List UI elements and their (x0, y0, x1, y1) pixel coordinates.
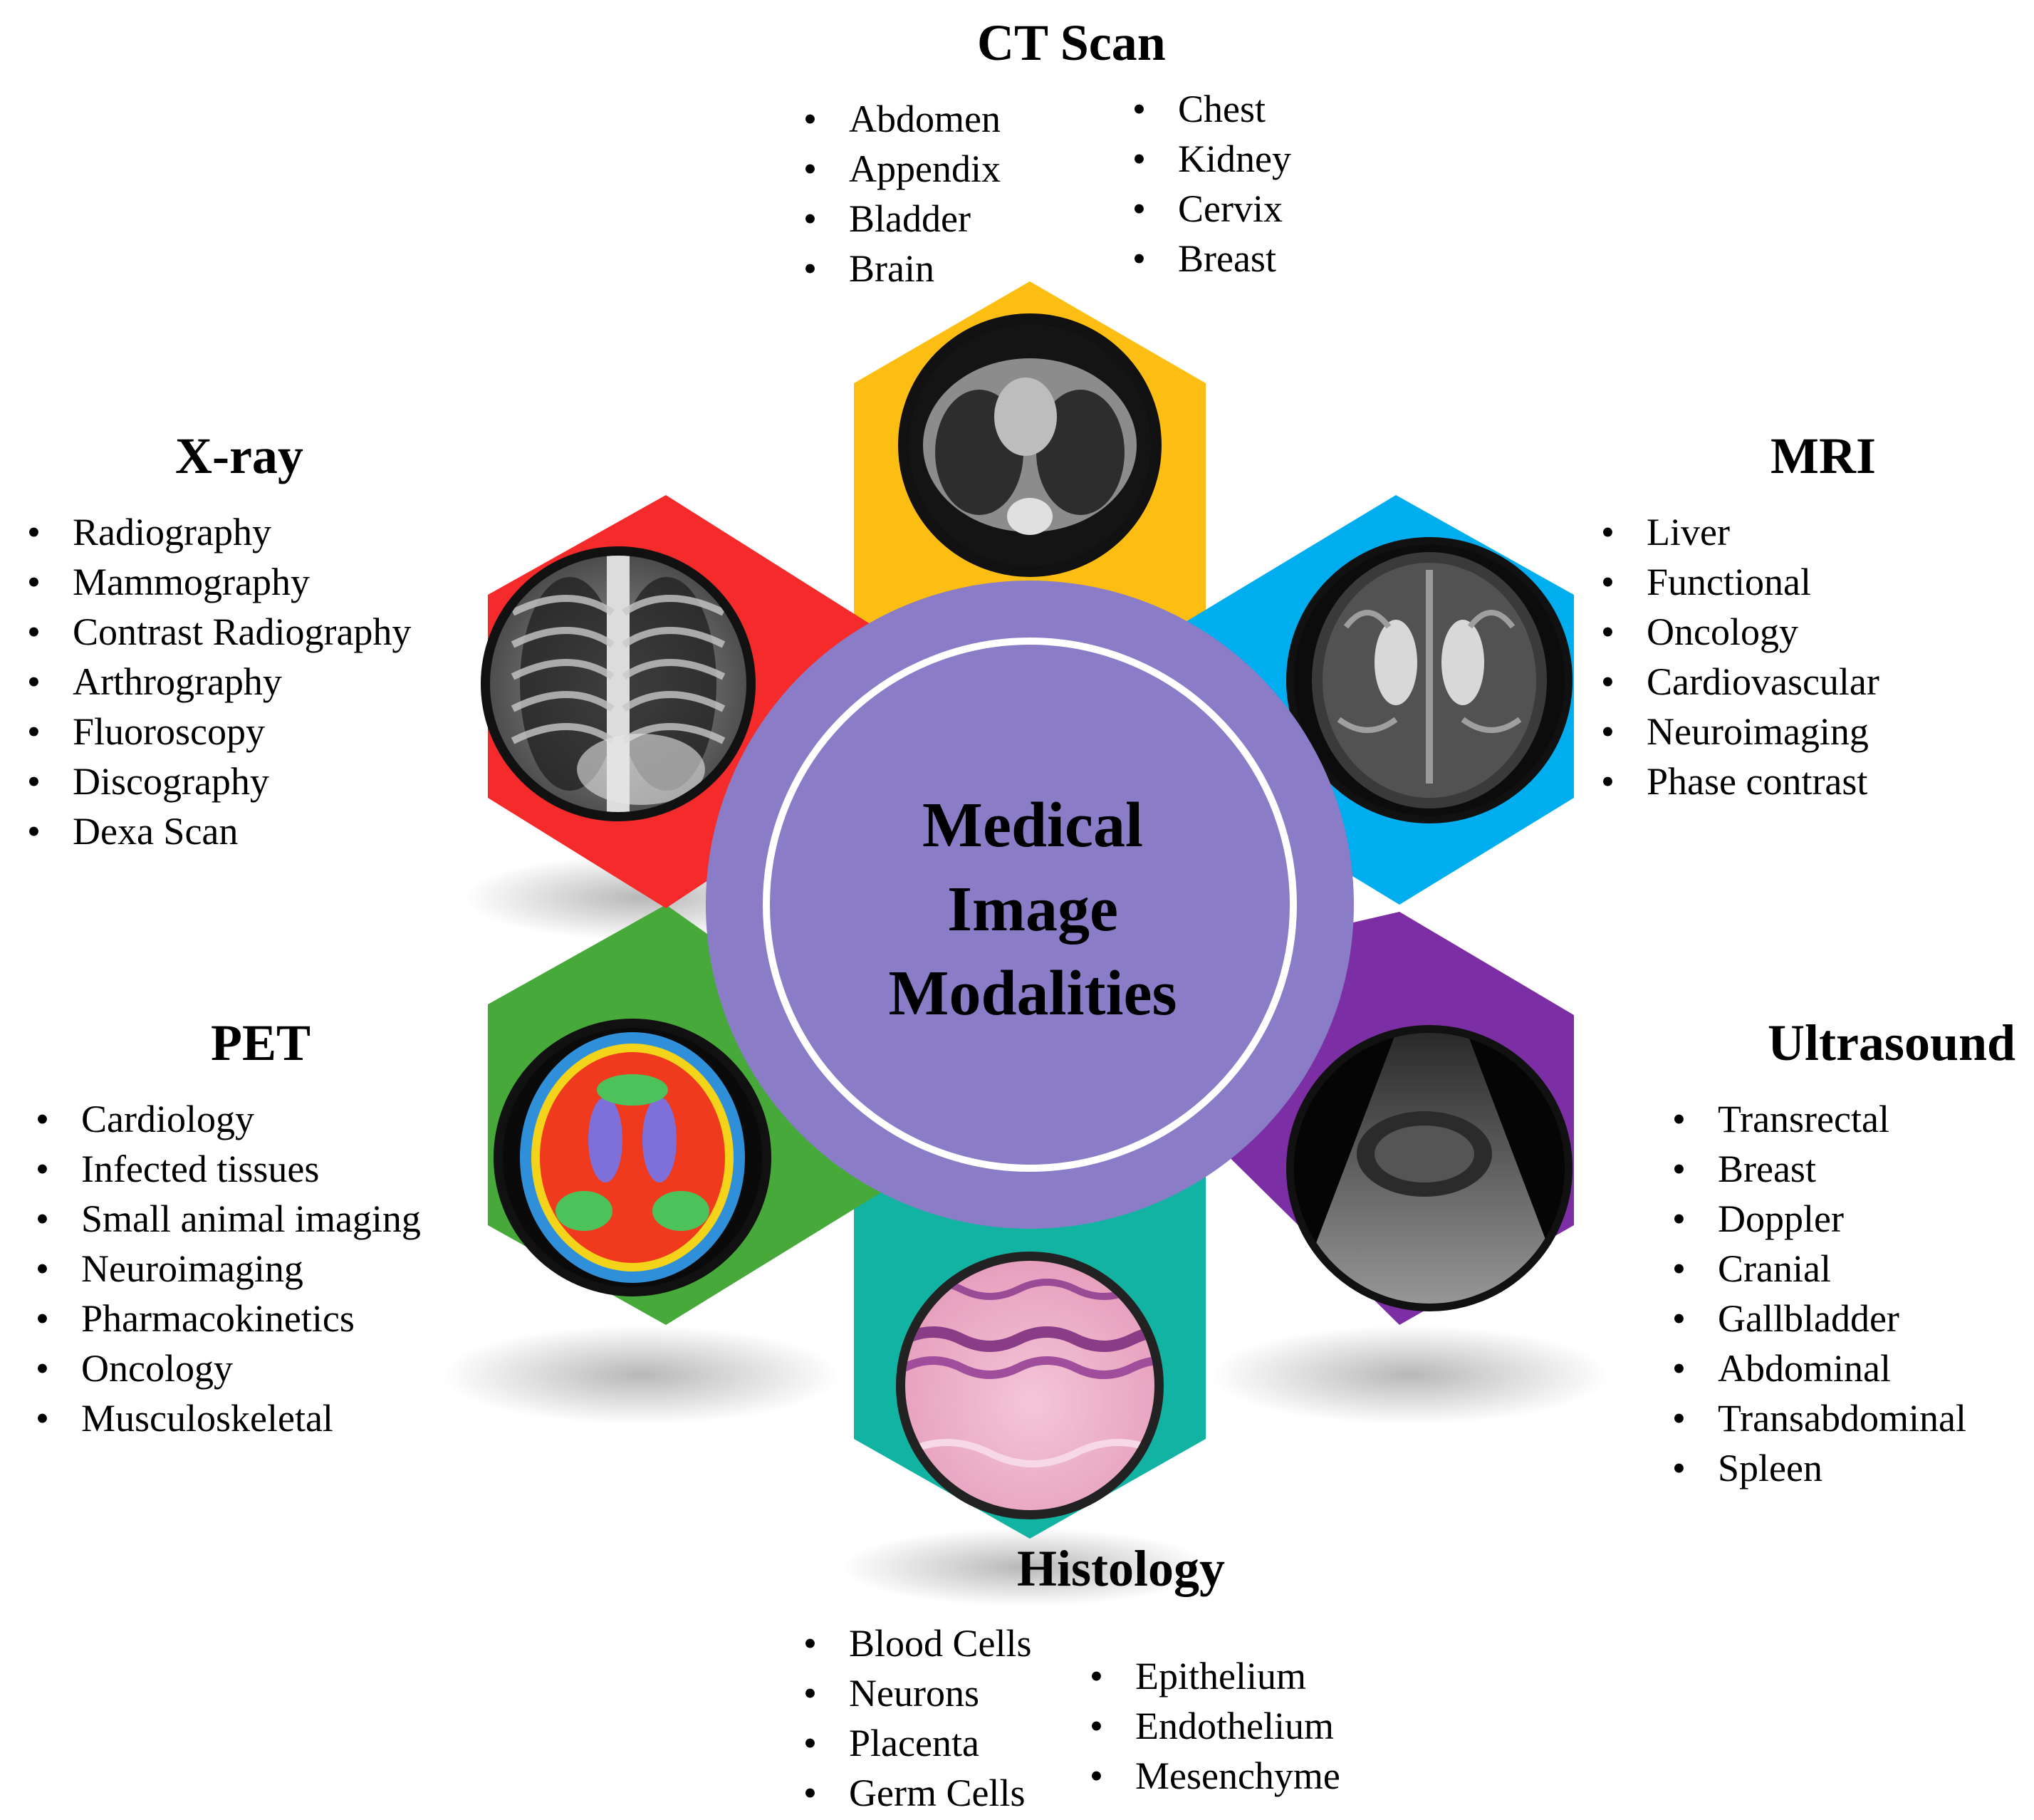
list-item: Chest (1132, 84, 1291, 134)
pet-heading: PET (211, 1014, 311, 1071)
xray-list: Radiography Mammography Contrast Radiogr… (27, 507, 411, 856)
list-item: Transabdominal (1672, 1393, 1966, 1443)
list-item: Mammography (27, 557, 411, 607)
axial-chest-ct-icon (898, 313, 1162, 577)
center-ring (763, 638, 1297, 1172)
histology-list-right: Epithelium Endothelium Mesenchyme (1090, 1651, 1340, 1801)
list-item: Abdomen (803, 94, 1001, 144)
list-item: Doppler (1672, 1194, 1966, 1244)
list-item: Cardiology (36, 1094, 421, 1144)
pet-list: Cardiology Infected tissues Small animal… (36, 1094, 421, 1443)
list-item: Appendix (803, 144, 1001, 194)
axial-brain-mri-icon (1286, 537, 1573, 823)
list-item: Cardiovascular (1601, 657, 1879, 707)
list-item: Neurons (803, 1668, 1032, 1718)
list-item: Brain (803, 244, 1001, 293)
list-item: Arthrography (27, 657, 411, 707)
list-item: Abdominal (1672, 1343, 1966, 1393)
list-item: Small animal imaging (36, 1194, 421, 1244)
list-item: Radiography (27, 507, 411, 557)
list-item: Pharmacokinetics (36, 1294, 421, 1343)
list-item: Discography (27, 756, 411, 806)
list-item: Dexa Scan (27, 806, 411, 856)
list-item: Endothelium (1090, 1701, 1340, 1751)
center-title-line: Image (947, 874, 1118, 945)
shadow (840, 1528, 1211, 1606)
ct-scan-list-left: Abdomen Appendix Bladder Brain (803, 94, 1001, 293)
shadow (1211, 1325, 1610, 1425)
list-item: Blood Cells (803, 1618, 1032, 1668)
list-item: Neuroimaging (1601, 707, 1879, 756)
center-title-line: Medical (922, 790, 1143, 860)
histology-slide-icon (896, 1252, 1164, 1519)
center-title-line: Modalities (888, 958, 1177, 1029)
histology-list-left: Blood Cells Neurons Placenta Germ Cells (803, 1618, 1032, 1818)
list-item: Functional (1601, 557, 1879, 607)
list-item: Epithelium (1090, 1651, 1340, 1701)
center-title: Medical Image Modalities (776, 784, 1289, 1036)
ultrasound-list: Transrectal Breast Doppler Cranial Gallb… (1672, 1094, 1966, 1493)
ct-scan-heading: CT Scan (977, 14, 1166, 71)
list-item: Bladder (803, 194, 1001, 244)
list-item: Infected tissues (36, 1144, 421, 1194)
xray-heading: X-ray (175, 427, 303, 484)
list-item: Spleen (1672, 1443, 1966, 1493)
shadow (442, 1325, 840, 1425)
ultrasound-scan-icon (1286, 1025, 1573, 1311)
list-item: Neuroimaging (36, 1244, 421, 1294)
list-item: Mesenchyme (1090, 1751, 1340, 1801)
list-item: Cranial (1672, 1244, 1966, 1294)
list-item: Cervix (1132, 184, 1291, 234)
list-item: Oncology (1601, 607, 1879, 657)
list-item: Contrast Radiography (27, 607, 411, 657)
list-item: Germ Cells (803, 1768, 1032, 1818)
list-item: Kidney (1132, 134, 1291, 184)
list-item: Gallbladder (1672, 1294, 1966, 1343)
list-item: Transrectal (1672, 1094, 1966, 1144)
list-item: Placenta (803, 1718, 1032, 1768)
list-item: Oncology (36, 1343, 421, 1393)
mri-heading: MRI (1770, 427, 1876, 484)
histology-heading: Histology (1017, 1540, 1226, 1597)
center-circle (706, 581, 1354, 1229)
list-item: Fluoroscopy (27, 707, 411, 756)
list-item: Breast (1672, 1144, 1966, 1194)
list-item: Breast (1132, 234, 1291, 284)
list-item: Liver (1601, 507, 1879, 557)
list-item: Phase contrast (1601, 756, 1879, 806)
mri-list: Liver Functional Oncology Cardiovascular… (1601, 507, 1879, 806)
ct-scan-list-right: Chest Kidney Cervix Breast (1132, 84, 1291, 284)
ultrasound-heading: Ultrasound (1768, 1014, 2016, 1071)
pet-brain-scan-icon (494, 1019, 771, 1296)
list-item: Musculoskeletal (36, 1393, 421, 1443)
chest-xray-icon (481, 546, 756, 821)
